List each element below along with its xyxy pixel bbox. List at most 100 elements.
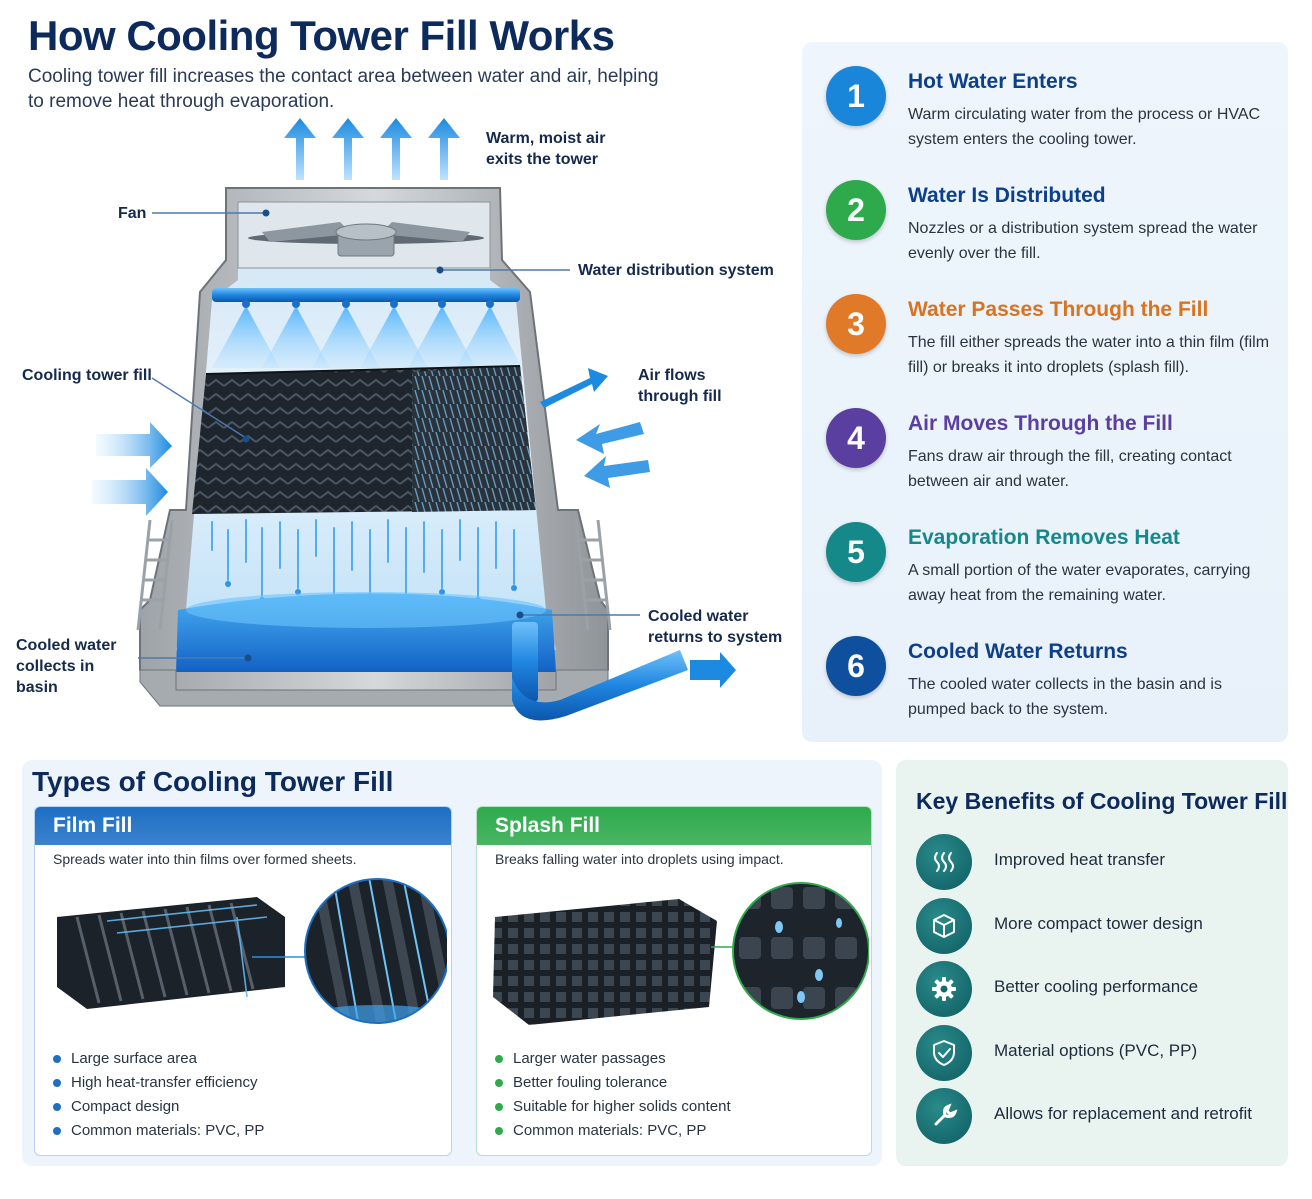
callout-fill: Cooling tower fill: [22, 367, 152, 384]
benefit-label: Improved heat transfer: [994, 850, 1166, 869]
step-description: Warm circulating water from the process …: [908, 106, 1261, 148]
cooling-tower-illustration: [92, 118, 736, 721]
bullet-dot: [53, 1079, 61, 1087]
benefit-item: Material options (PVC, PP): [916, 1025, 1276, 1081]
step-number: 1: [826, 66, 886, 126]
step-title: Cooled Water Returns: [908, 640, 1128, 663]
step-description: Nozzles or a distribution system spread …: [908, 220, 1258, 262]
callout-exit-air: Warm, moist air exits the tower: [486, 130, 606, 168]
step-title: Evaporation Removes Heat: [908, 526, 1180, 549]
fill-block: [192, 365, 536, 514]
film-fill-header: Film Fill: [35, 807, 451, 845]
splash-fill-card: Splash Fill Breaks falling water into dr…: [476, 806, 872, 1156]
step-number: 5: [826, 522, 886, 582]
benefit-label: Allows for replacement and retrofit: [994, 1104, 1252, 1123]
bullet-dot: [53, 1127, 61, 1135]
page-subtitle: Cooling tower fill increases the contact…: [28, 66, 659, 112]
splash-fill-bullets: Larger water passages Better fouling tol…: [495, 1047, 731, 1143]
fill-types-panel: Types of Cooling Tower Fill Film Fill Sp…: [22, 760, 882, 1166]
fill-types-title: Types of Cooling Tower Fill: [32, 766, 394, 797]
exit-air-arrows: [284, 118, 460, 180]
list-item: Suitable for higher solids content: [495, 1095, 731, 1119]
benefits-title: Key Benefits of Cooling Tower Fill: [916, 788, 1288, 814]
spray-nozzles: [212, 300, 522, 368]
step-title: Air Moves Through the Fill: [908, 412, 1173, 435]
benefit-label: More compact tower design: [994, 914, 1203, 933]
step-4: 4 Air Moves Through the Fill Fans draw a…: [826, 408, 1276, 508]
splash-fill-description: Breaks falling water into droplets using…: [495, 851, 784, 867]
bullet-dot: [495, 1127, 503, 1135]
callout-fan: Fan: [118, 205, 147, 222]
step-title: Water Is Distributed: [908, 184, 1106, 207]
bullet-text: Suitable for higher solids content: [513, 1098, 731, 1115]
list-item: Large surface area: [53, 1047, 264, 1071]
bullet-text: Larger water passages: [513, 1050, 666, 1067]
callout-air-flow: Air flows through fill: [638, 367, 722, 405]
step-number: 4: [826, 408, 886, 468]
benefit-label: Material options (PVC, PP): [994, 1041, 1198, 1060]
bullet-text: Large surface area: [71, 1050, 197, 1067]
air-in-arrows: [92, 368, 650, 516]
bullet-text: Better fouling tolerance: [513, 1074, 668, 1091]
leader-lines: [138, 212, 640, 659]
falling-water: [211, 519, 515, 601]
step-6: 6 Cooled Water Returns The cooled water …: [826, 636, 1276, 736]
bullet-text: Common materials: PVC, PP: [513, 1122, 707, 1139]
fan: [248, 222, 484, 257]
wrench-icon: [916, 1088, 972, 1144]
film-fill-illustration: [57, 878, 447, 1024]
step-5: 5 Evaporation Removes Heat A small porti…: [826, 522, 1276, 622]
list-item: Common materials: PVC, PP: [495, 1119, 731, 1143]
callout-distribution: Water distribution system: [578, 262, 774, 279]
benefit-item: Better cooling performance: [916, 961, 1276, 1017]
benefit-label: Better cooling performance: [994, 977, 1199, 996]
benefits-panel: Key Benefits of Cooling Tower Fill Impro…: [896, 760, 1288, 1166]
return-pipe: [512, 622, 736, 721]
callout-returns: Cooled water returns to system: [648, 608, 783, 646]
step-1: 1 Hot Water Enters Warm circulating wate…: [826, 66, 1276, 166]
return-arrow-icon: [690, 652, 736, 688]
bullet-text: Compact design: [71, 1098, 180, 1115]
list-item: Better fouling tolerance: [495, 1071, 731, 1095]
shield-check-icon: [916, 1025, 972, 1081]
bullet-dot: [495, 1055, 503, 1063]
ladders: [136, 519, 612, 631]
step-2: 2 Water Is Distributed Nozzles or a dist…: [826, 180, 1276, 280]
benefit-item: More compact tower design: [916, 898, 1276, 954]
page-title: How Cooling Tower Fill Works: [28, 12, 615, 59]
bullet-text: Common materials: PVC, PP: [71, 1122, 265, 1139]
step-number: 2: [826, 180, 886, 240]
step-description: The fill either spreads the water into a…: [908, 334, 1270, 376]
step-number: 6: [826, 636, 886, 696]
process-steps-panel: 1 Hot Water Enters Warm circulating wate…: [802, 42, 1288, 742]
bullet-text: High heat-transfer efficiency: [71, 1074, 258, 1091]
bullet-dot: [495, 1103, 503, 1111]
film-fill-bullets: Large surface area High heat-transfer ef…: [53, 1047, 264, 1143]
distribution-pipe: [212, 288, 520, 302]
list-item: Compact design: [53, 1095, 264, 1119]
benefit-item: Allows for replacement and retrofit: [916, 1088, 1276, 1144]
film-fill-description: Spreads water into thin films over forme…: [53, 851, 357, 867]
step-3: 3 Water Passes Through the Fill The fill…: [826, 294, 1276, 394]
splash-fill-header: Splash Fill: [477, 807, 871, 845]
film-fill-card: Film Fill Spreads water into thin films …: [34, 806, 452, 1156]
step-description: Fans draw air through the fill, creating…: [908, 448, 1232, 490]
list-item: Larger water passages: [495, 1047, 731, 1071]
splash-fill-illustration: [493, 882, 869, 1025]
gear-icon: [916, 961, 972, 1017]
cube-icon: [916, 898, 972, 954]
list-item: Common materials: PVC, PP: [53, 1119, 264, 1143]
bullet-dot: [53, 1103, 61, 1111]
step-number: 3: [826, 294, 886, 354]
heat-waves-icon: [916, 834, 972, 890]
step-description: A small portion of the water evaporates,…: [908, 562, 1251, 604]
bullet-dot: [53, 1055, 61, 1063]
cooling-tower-diagram: Warm, moist air exits the tower Fan Wate…: [0, 110, 800, 730]
list-item: High heat-transfer efficiency: [53, 1071, 264, 1095]
step-description: The cooled water collects in the basin a…: [908, 676, 1222, 718]
step-title: Water Passes Through the Fill: [908, 298, 1209, 321]
step-title: Hot Water Enters: [908, 70, 1078, 93]
callout-basin: Cooled water collects in basin: [16, 637, 117, 696]
bullet-dot: [495, 1079, 503, 1087]
benefit-item: Improved heat transfer: [916, 834, 1276, 890]
